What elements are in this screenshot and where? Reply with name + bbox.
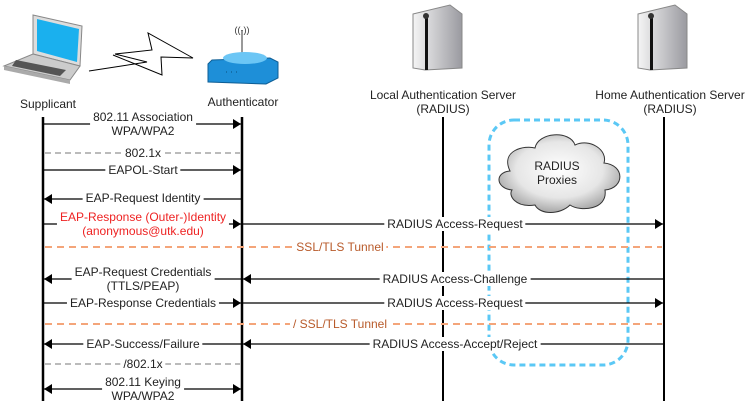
wireless-router-icon: ((·)) — [207, 25, 279, 85]
entity-sub: (RADIUS) — [416, 102, 470, 116]
server-icon — [412, 4, 463, 71]
dot1x-lines — [45, 152, 240, 365]
msg-request-identity: EAP-Request Identity — [82, 191, 204, 205]
msg-radius-access-challenge: RADIUS Access-Challenge — [379, 272, 531, 286]
msg-success-failure: EAP-Success/Failure — [83, 337, 203, 351]
msg-eapol-start: EAPOL-Start — [105, 163, 181, 177]
msg-line: (anonymous@utk.edu) — [82, 224, 204, 238]
msg-line: 802.11 Association — [93, 110, 193, 124]
msg-tunnel-end: / SSL/TLS Tunnel — [289, 317, 391, 331]
msg-radius-access-request-2: RADIUS Access-Request — [384, 296, 526, 310]
msg-dot1x-end: /802.1x — [120, 357, 166, 371]
msg-line: (TTLS/PEAP) — [106, 279, 180, 293]
msg-line: WPA/WPA2 — [111, 124, 175, 138]
msg-line: EAP-Request Credentials — [74, 265, 212, 279]
msg-tunnel-start: SSL/TLS Tunnel — [293, 240, 387, 254]
lifelines — [41, 117, 665, 401]
msg-response-credentials: EAP-Response Credentials — [66, 296, 220, 310]
entity-supplicant: Supplicant — [19, 97, 77, 111]
entity-sub: (RADIUS) — [643, 102, 697, 116]
entity-authenticator: Authenticator — [207, 95, 279, 109]
proxy-line1: RADIUS — [534, 159, 580, 173]
wireless-link-icon — [88, 32, 194, 76]
proxy-line2: Proxies — [536, 173, 577, 187]
server-icon — [637, 4, 688, 71]
entity-home-auth-server: Home Authentication Server(RADIUS) — [595, 88, 744, 116]
msg-dot1x: 802.1x — [121, 146, 165, 160]
msg-line: WPA/WPA2 — [111, 389, 175, 403]
svg-text:((·)): ((·)) — [235, 25, 250, 35]
msg-line: 802.11 Keying — [105, 375, 181, 389]
entity-name: Home Authentication Server — [595, 88, 745, 102]
msg-response-identity: EAP-Response (Outer-)Identity(anonymous@… — [56, 210, 230, 238]
tunnel-lines — [45, 246, 662, 325]
msg-radius-access-request: RADIUS Access-Request — [384, 217, 526, 231]
msg-request-credentials: EAP-Request Credentials(TTLS/PEAP) — [71, 265, 215, 293]
entity-name: Local Authentication Server — [369, 88, 517, 102]
entity-local-auth-server: Local Authentication Server(RADIUS) — [370, 88, 516, 116]
msg-line: EAP-Response (Outer-)Identity — [59, 210, 227, 224]
cloud-icon — [498, 134, 621, 213]
msg-radius-access-accept: RADIUS Access-Accept/Reject — [369, 337, 541, 351]
radius-proxy-region — [487, 118, 630, 367]
laptop-icon — [2, 14, 83, 84]
